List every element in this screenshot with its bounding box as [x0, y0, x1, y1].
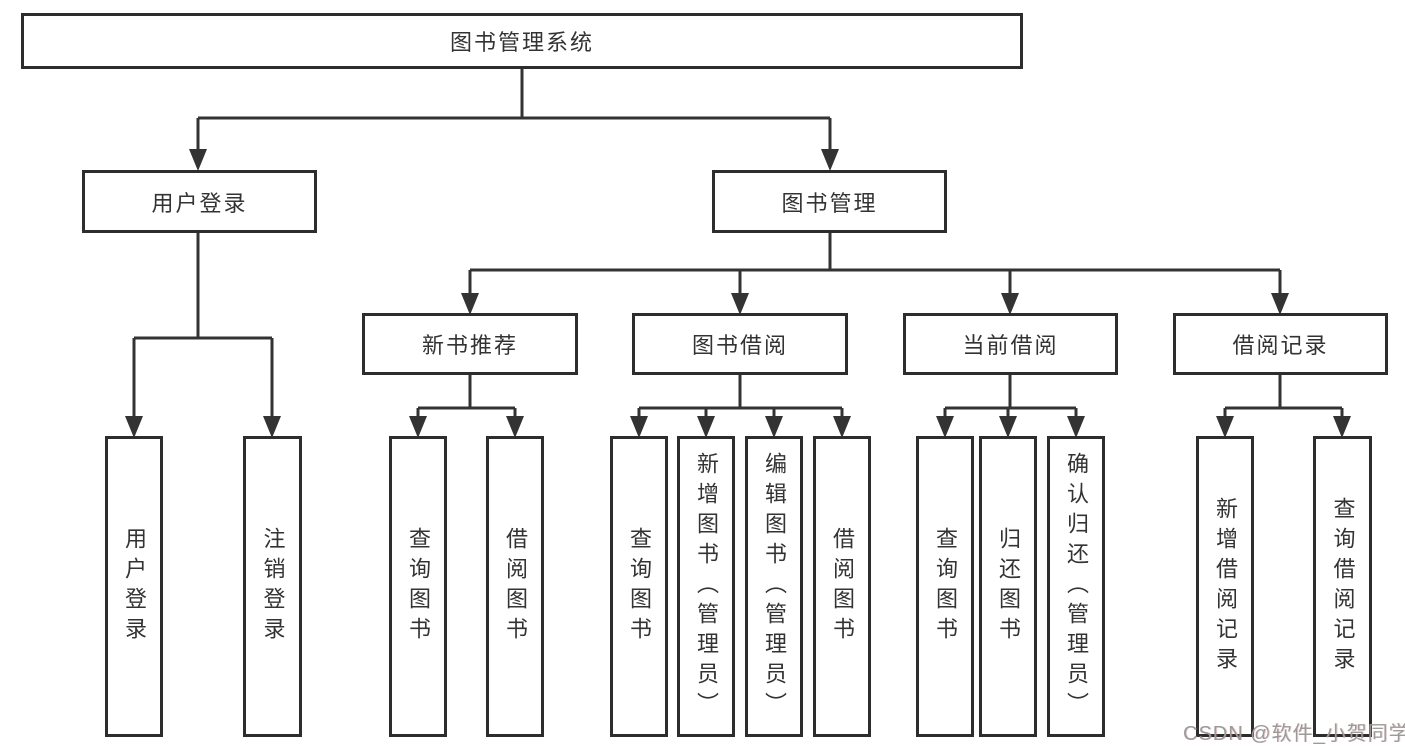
leaf-add-borrow-record: 新增借阅记录: [1196, 436, 1254, 737]
arrowhead-icon: [125, 416, 143, 438]
connector-borrow-records-split: [1216, 375, 1351, 438]
leaf-add-books-admin: 新增图书（管理员）: [677, 436, 735, 737]
arrowhead-icon: [1216, 416, 1234, 438]
leaf-user-login: 用户登录: [105, 436, 163, 737]
connector-root-split: [189, 69, 839, 171]
leaf-query-borrow-record: 查询借阅记录: [1313, 436, 1372, 737]
arrowhead-icon: [765, 416, 783, 438]
node-current-borrowing: 当前借阅: [903, 313, 1118, 375]
node-borrow-records: 借阅记录: [1173, 313, 1388, 375]
arrowhead-icon: [731, 293, 749, 315]
leaf-borrow-books-recommend: 借阅图书: [486, 436, 544, 737]
leaf-query-books-current: 查询图书: [916, 436, 974, 737]
connector-new-book-split: [409, 375, 524, 438]
arrowhead-icon: [1001, 293, 1019, 315]
arrowhead-icon: [697, 416, 715, 438]
arrowhead-icon: [833, 416, 851, 438]
node-book-borrowing: 图书借阅: [632, 313, 848, 375]
arrowhead-icon: [189, 149, 207, 171]
leaf-borrow-books-borrowing: 借阅图书: [813, 436, 871, 737]
arrowhead-icon: [461, 293, 479, 315]
arrowhead-icon: [630, 416, 648, 438]
arrowhead-icon: [409, 416, 427, 438]
connector-book-management-split: [461, 233, 1289, 315]
connector-current-borrow-split: [936, 375, 1085, 438]
node-book-management: 图书管理: [712, 170, 947, 233]
arrowhead-icon: [1271, 293, 1289, 315]
arrowhead-icon: [936, 416, 954, 438]
arrowhead-icon: [1333, 416, 1351, 438]
node-new-book-recommend: 新书推荐: [362, 313, 578, 375]
connector-user-login-split: [125, 233, 281, 438]
leaf-logout-login: 注销登录: [243, 436, 302, 737]
leaf-query-books-borrowing: 查询图书: [610, 436, 668, 737]
leaf-confirm-return-admin: 确认归还（管理员）: [1047, 436, 1105, 737]
connector-book-borrow-split: [630, 375, 851, 438]
arrowhead-icon: [821, 149, 839, 171]
leaf-query-books-recommend: 查询图书: [389, 436, 447, 737]
node-root-library-system: 图书管理系统: [21, 13, 1023, 69]
csdn-watermark: CSDN @软件_小贺同学: [1183, 723, 1405, 745]
node-user-login: 用户登录: [82, 170, 317, 233]
arrowhead-icon: [506, 416, 524, 438]
leaf-return-books: 归还图书: [979, 436, 1037, 737]
leaf-edit-books-admin: 编辑图书（管理员）: [745, 436, 803, 737]
arrowhead-icon: [999, 416, 1017, 438]
arrowhead-icon: [1067, 416, 1085, 438]
arrowhead-icon: [263, 416, 281, 438]
